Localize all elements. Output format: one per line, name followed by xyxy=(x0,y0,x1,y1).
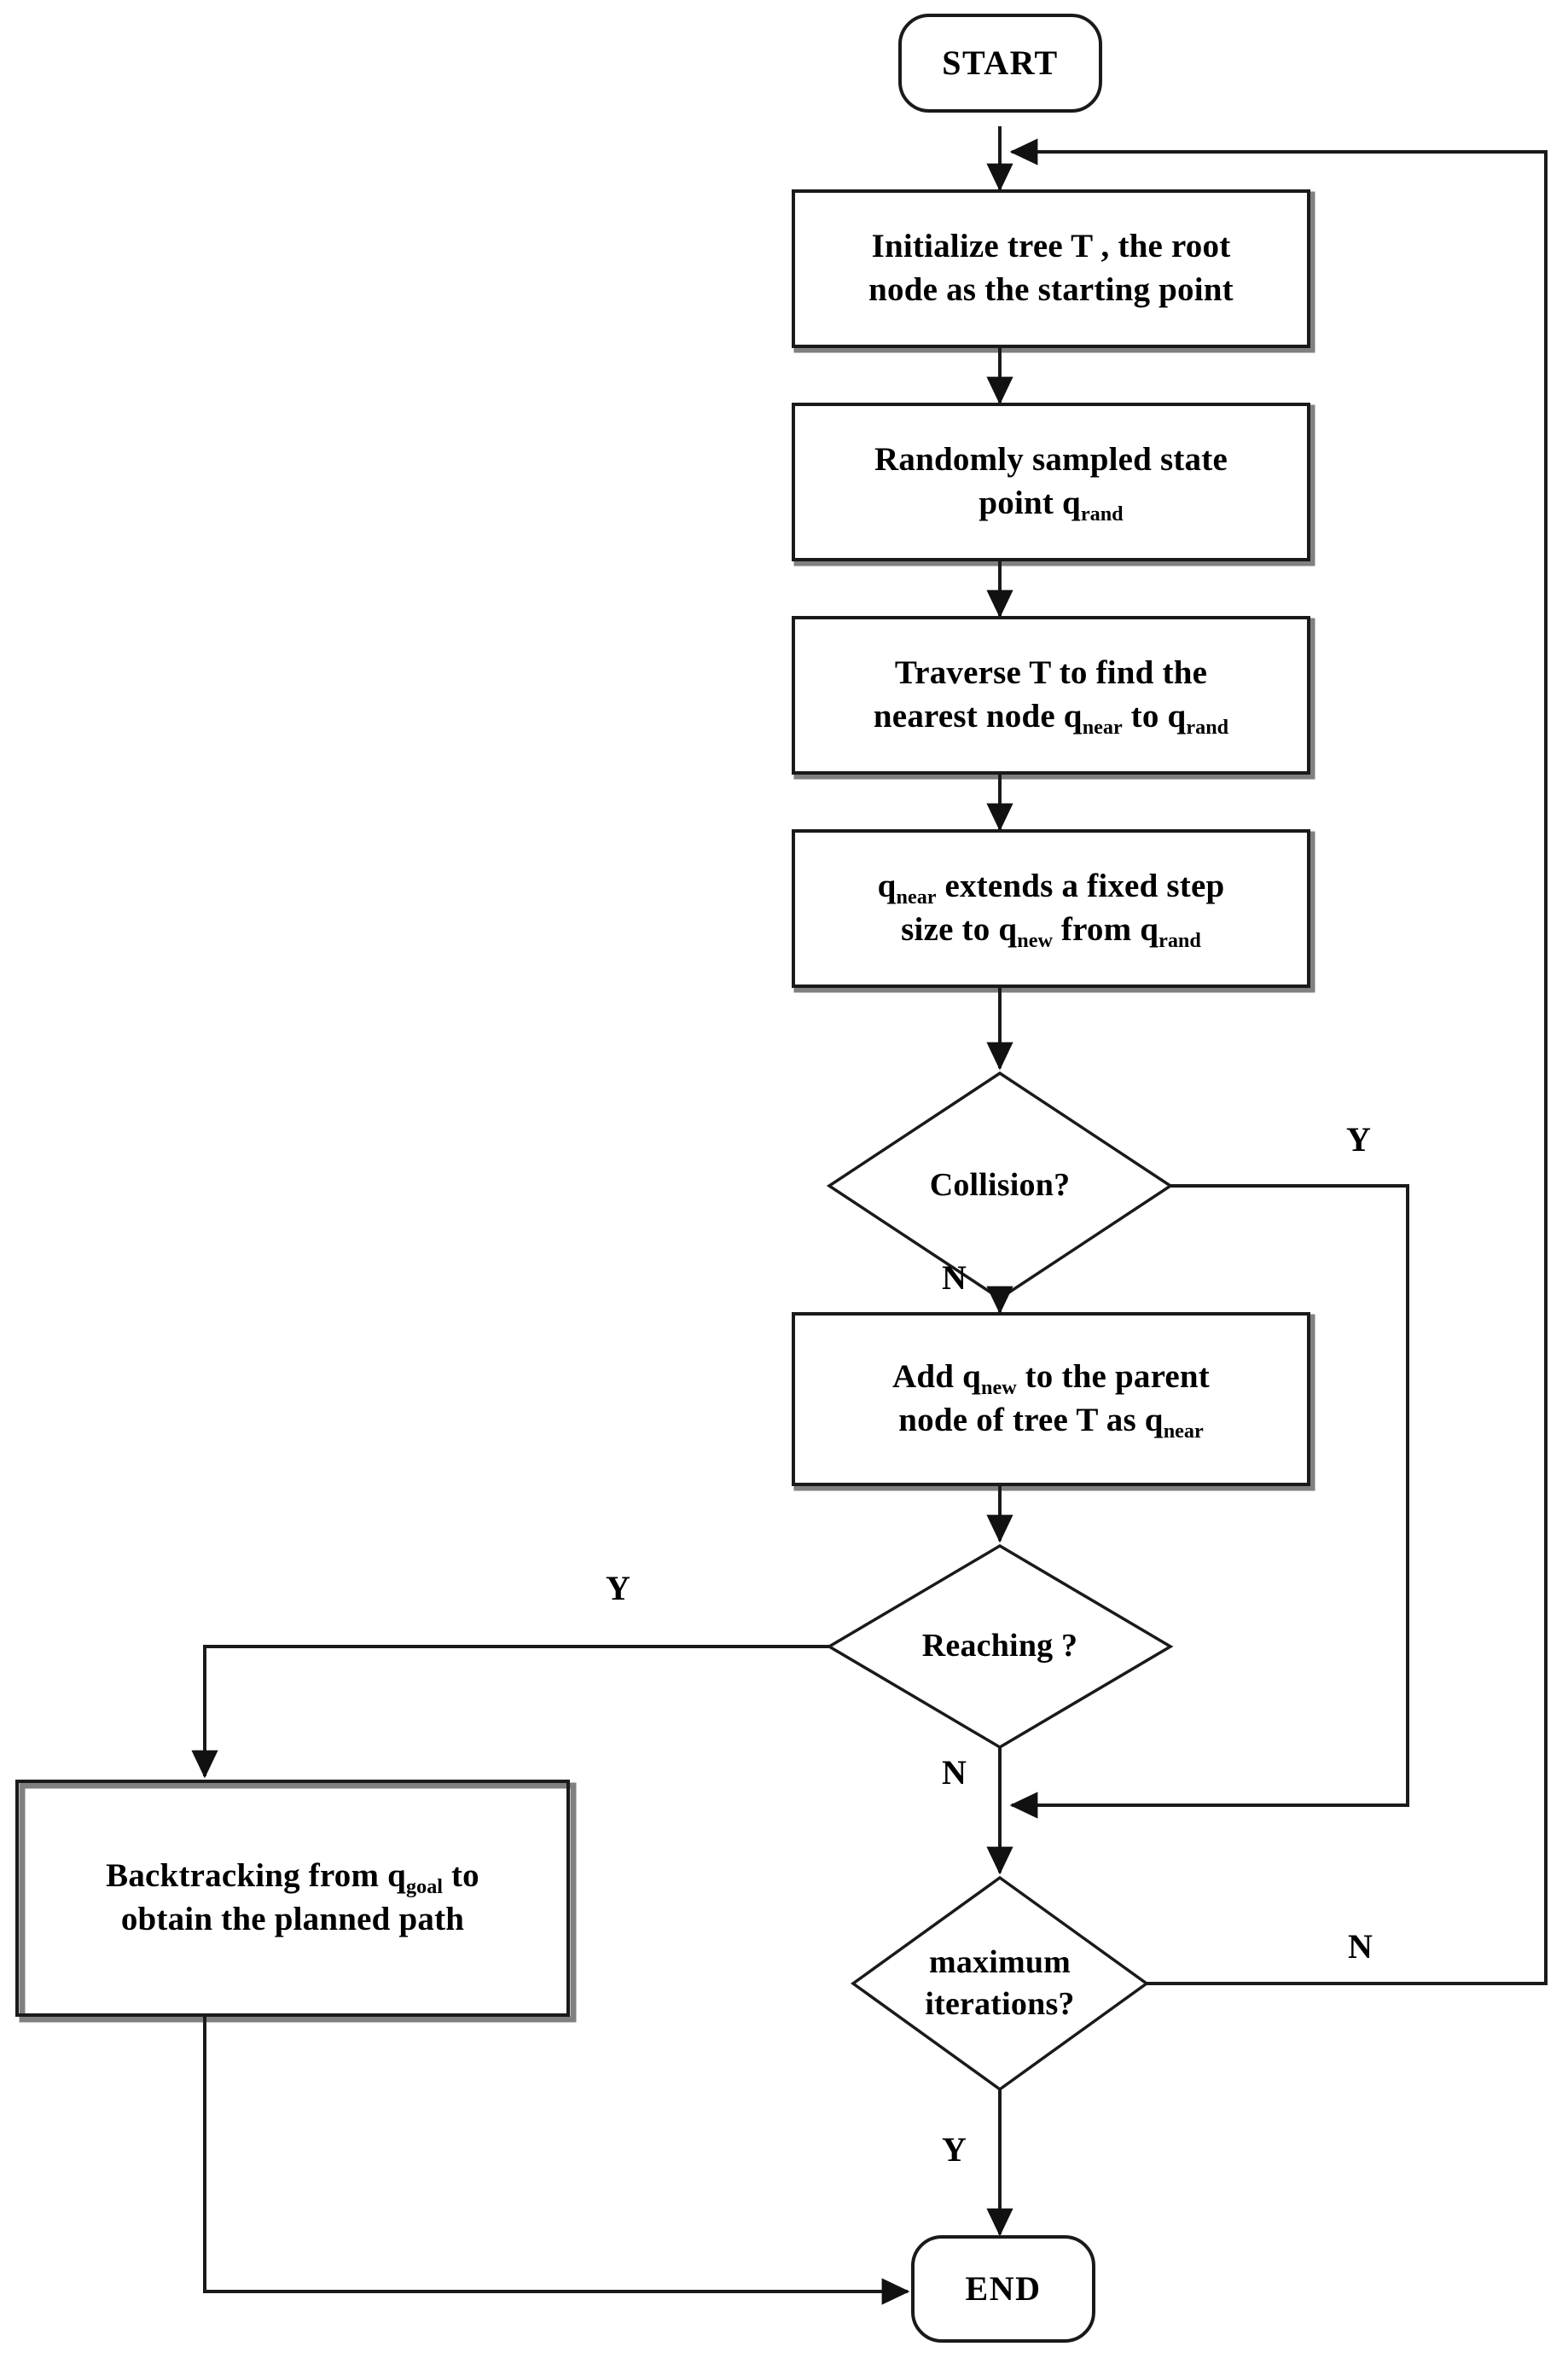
shape-sample-box xyxy=(792,403,1310,561)
edge-maxiter-no-loop xyxy=(1009,138,1548,1985)
connectors xyxy=(15,14,1548,2343)
edge-label-maxiter-no: N xyxy=(1348,1927,1373,1966)
edge-collision-yes-loop xyxy=(1009,1184,1409,1819)
shape-maxiter-diamond xyxy=(851,1875,1149,2092)
edge-backtrack-to-end xyxy=(203,2015,910,2305)
shape-end-terminal xyxy=(911,2235,1095,2343)
edge-label-reaching-no: N xyxy=(942,1753,967,1792)
edge-label-collision-yes: Y xyxy=(1346,1120,1371,1159)
edge-label-maxiter-yes: Y xyxy=(942,2130,967,2169)
shape-traverse-box xyxy=(792,616,1310,775)
shape-addnode-box xyxy=(792,1312,1310,1486)
shape-collision-diamond xyxy=(826,1071,1174,1301)
shape-reaching-diamond xyxy=(826,1543,1174,1750)
edge-label-reaching-yes: Y xyxy=(606,1569,630,1607)
shape-init-box xyxy=(792,189,1310,348)
shadow-backtrack xyxy=(19,1782,577,2023)
edge-reaching-yes-to-backtrack xyxy=(191,1645,829,1779)
edge-label-collision-no: N xyxy=(942,1258,967,1297)
shape-start-terminal xyxy=(898,14,1102,113)
shape-extend-box xyxy=(792,829,1310,988)
shape-backtrack-box xyxy=(15,1780,570,2017)
